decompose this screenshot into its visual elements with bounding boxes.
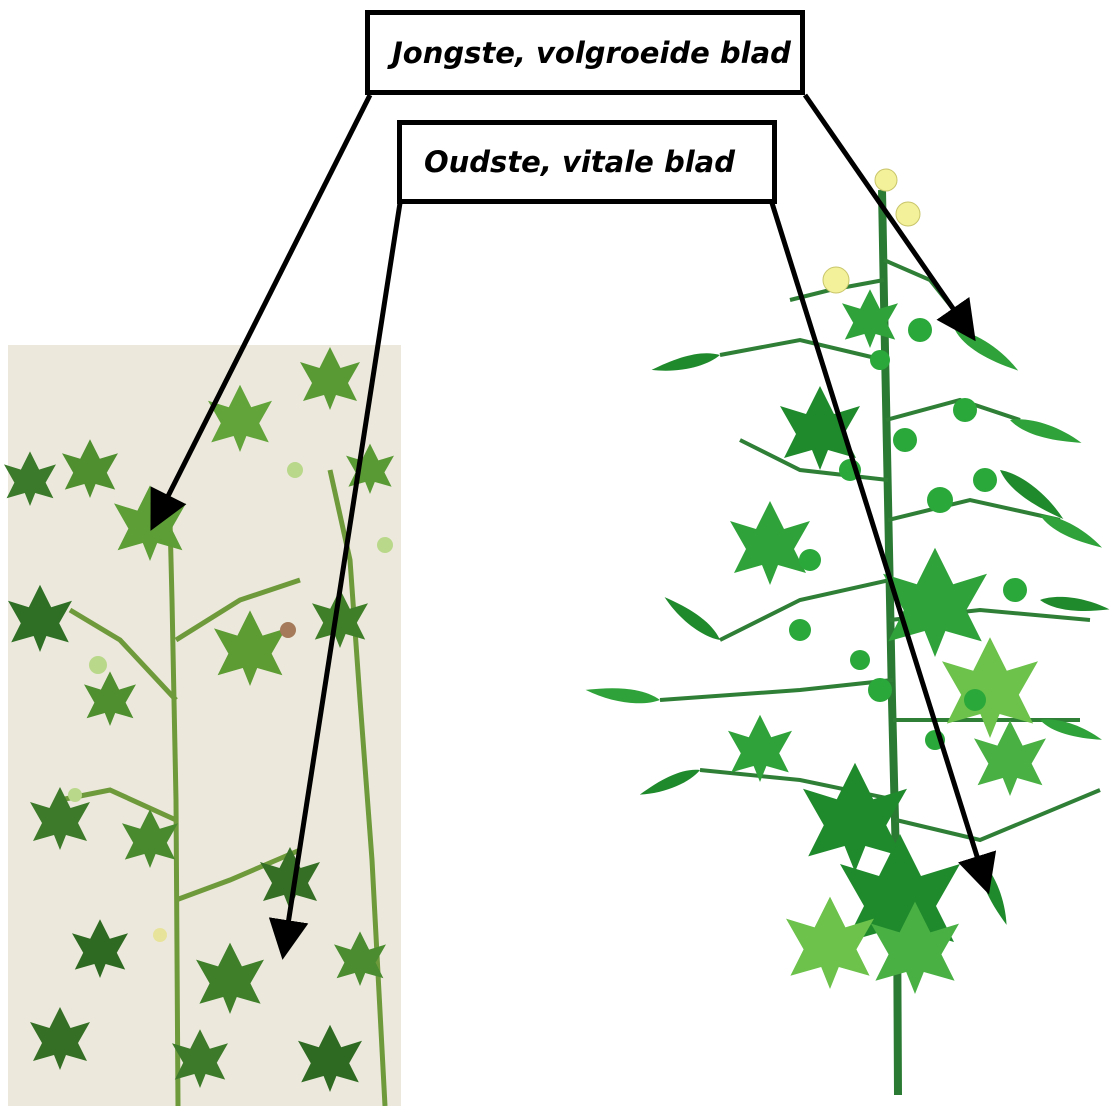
plant-model	[585, 169, 1111, 1095]
cotton-photo	[4, 345, 401, 1106]
label-oldest-text: Oudste, vitale blad	[424, 145, 735, 179]
label-youngest-mature-leaf: Jongste, volgroeide blad	[365, 10, 805, 95]
label-oldest-vital-leaf: Oudste, vitale blad	[397, 120, 777, 204]
label-youngest-text: Jongste, volgroeide blad	[392, 36, 791, 70]
